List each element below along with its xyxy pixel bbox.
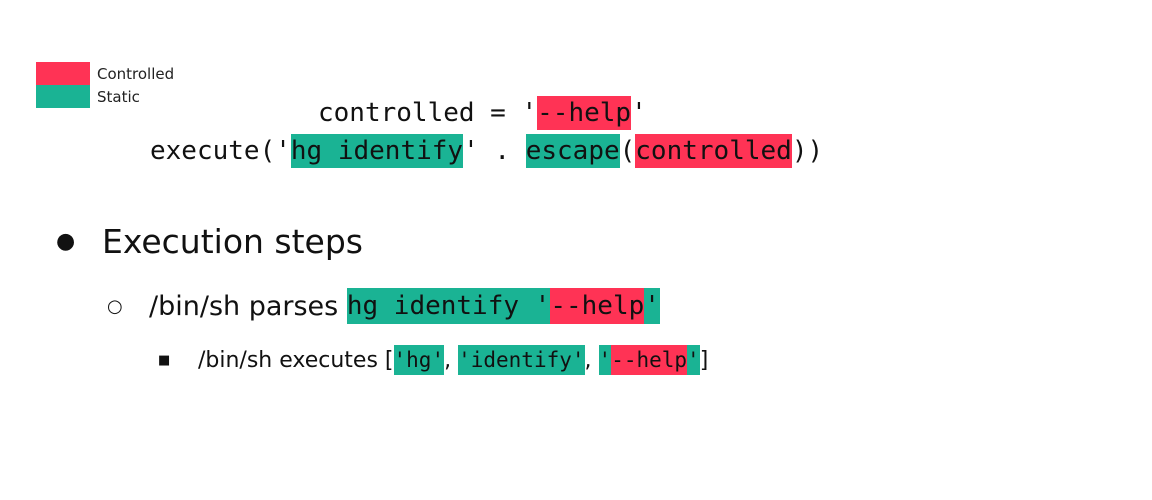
code-line-execute: execute('hg identify' . escape(controlle… <box>150 134 823 168</box>
code-text: ' <box>631 98 647 128</box>
step-text: ] <box>699 347 709 373</box>
bullet-step-execute: ■ /bin/sh executes ['hg', 'identify', '--… <box>158 345 708 375</box>
static-highlight: escape <box>525 134 620 168</box>
static-highlight: 'identify' <box>458 345 585 375</box>
legend: Controlled Static <box>36 62 174 108</box>
controlled-label: Controlled <box>97 64 175 83</box>
code-text: ( <box>619 136 636 166</box>
static-highlight: ' <box>644 288 660 324</box>
code-text: execute(' <box>150 136 291 166</box>
bullet-dot-icon: ● <box>56 229 76 254</box>
code-text: )) <box>791 136 824 166</box>
heading-text: Execution steps <box>102 222 364 261</box>
static-highlight: hg identify <box>290 134 464 168</box>
step-text: /bin/sh parses <box>149 290 347 322</box>
static-highlight: ' <box>687 345 700 375</box>
controlled-highlight: controlled <box>635 134 792 168</box>
bullet-circle-icon: ○ <box>107 295 123 317</box>
step-text: /bin/sh executes [ <box>198 347 394 373</box>
bullet-heading: ● Execution steps <box>56 222 363 261</box>
code-line-assignment: controlled = '--help' <box>318 96 647 130</box>
controlled-highlight: --help <box>611 345 688 375</box>
code-text: controlled = ' <box>318 98 538 128</box>
legend-static: Static <box>36 85 174 108</box>
code-text: ' . <box>463 136 526 166</box>
static-highlight: ' <box>598 345 612 375</box>
static-swatch <box>36 85 90 108</box>
bullet-square-icon: ■ <box>158 352 171 368</box>
legend-controlled: Controlled <box>36 62 174 85</box>
static-label: Static <box>97 87 140 106</box>
controlled-highlight: --help <box>550 288 645 324</box>
controlled-swatch <box>36 62 90 85</box>
static-highlight: hg identify ' <box>346 288 551 324</box>
separator-text: , <box>444 347 459 373</box>
separator-text: , <box>584 347 599 373</box>
static-highlight: 'hg' <box>393 345 445 375</box>
controlled-highlight: --help <box>537 96 632 130</box>
bullet-step-parse: ○ /bin/sh parses hg identify '--help' <box>107 288 660 324</box>
